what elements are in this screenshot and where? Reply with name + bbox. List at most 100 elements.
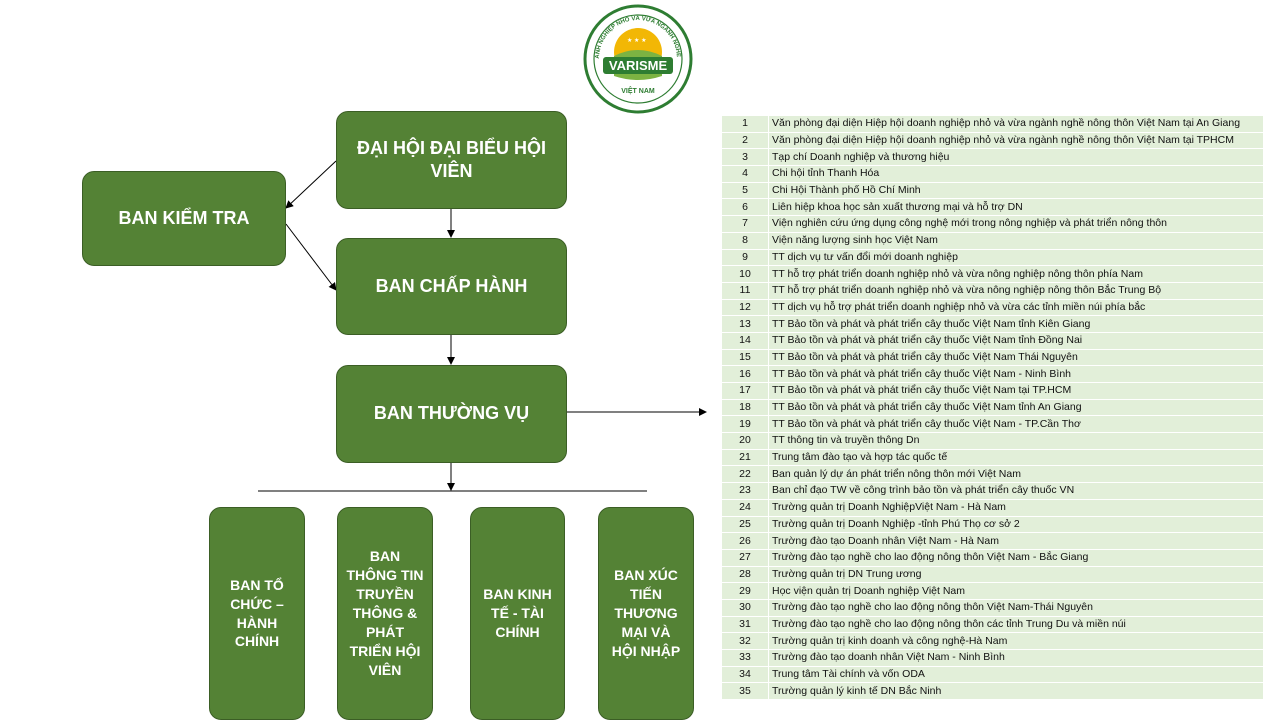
unit-number: 27 (721, 548, 769, 567)
unit-number: 35 (721, 682, 769, 701)
unit-name: Trường đào tạo nghề cho lao động nông th… (768, 548, 1264, 567)
unit-name: Trường quản trị kinh doanh và công nghệ-… (768, 632, 1264, 650)
unit-name: Văn phòng đại diện Hiệp hội doanh nghiệp… (768, 115, 1264, 133)
unit-name: Văn phòng đại diện Hiệp hội doanh nghiệp… (768, 131, 1264, 150)
unit-number: 10 (721, 265, 769, 283)
node-ban-xuc-tien: BAN XÚC TIẾN THƯƠNG MẠI VÀ HỘI NHẬP (598, 507, 694, 720)
unit-name: Tạp chí Doanh nghiệp và thương hiệu (768, 148, 1264, 167)
unit-name: TT thông tin và truyền thông Dn (768, 432, 1264, 450)
unit-name: TT dịch vụ tư vấn đổi mới doanh nghiệp (768, 248, 1264, 267)
unit-number: 28 (721, 565, 769, 584)
unit-number: 3 (721, 148, 769, 167)
unit-name: Trường đào tạo nghề cho lao động nông th… (768, 615, 1264, 634)
unit-name: Viện năng lượng sinh học Việt Nam (768, 231, 1264, 250)
unit-number: 15 (721, 348, 769, 367)
unit-number: 33 (721, 649, 769, 667)
unit-number: 26 (721, 532, 769, 550)
unit-number: 22 (721, 465, 769, 484)
node-ban-thuong-vu: BAN THƯỜNG VỤ (336, 365, 567, 463)
unit-name: Trường quản trị Doanh Nghiệp -tỉnh Phú T… (768, 515, 1264, 534)
edge-kiemtra-chaphanh (285, 223, 337, 291)
unit-name: Trung tâm Tài chính và vốn ODA (768, 665, 1264, 684)
unit-name: TT Bảo tồn và phát và phát triển cây thu… (768, 315, 1264, 333)
unit-name: Trường quản lý kinh tế DN Bắc Ninh (768, 682, 1264, 701)
unit-name: Học viện quản trị Doanh nghiệp Việt Nam (768, 582, 1264, 600)
unit-number: 19 (721, 415, 769, 434)
unit-name: TT Bảo tồn và phát và phát triển cây thu… (768, 365, 1264, 383)
unit-number: 5 (721, 181, 769, 200)
node-ban-thong-tin: BAN THÔNG TIN TRUYỀN THÔNG & PHÁT TRIỂN … (337, 507, 433, 720)
node-ban-to-chuc: BAN TỔ CHỨC – HÀNH CHÍNH (209, 507, 305, 720)
unit-number: 8 (721, 231, 769, 250)
unit-number: 14 (721, 331, 769, 350)
unit-name: TT Bảo tồn và phát và phát triển cây thu… (768, 398, 1264, 417)
unit-number: 11 (721, 281, 769, 300)
unit-name: Trường đào tạo Doanh nhân Việt Nam - Hà … (768, 532, 1264, 550)
unit-number: 13 (721, 315, 769, 333)
unit-number: 9 (721, 248, 769, 267)
logo-name: VARISME (609, 58, 668, 73)
unit-number: 18 (721, 398, 769, 417)
unit-name: Trường quản trị DN Trung ương (768, 565, 1264, 584)
unit-number: 17 (721, 382, 769, 400)
unit-number: 34 (721, 665, 769, 684)
unit-name: TT hỗ trợ phát triển doanh nghiệp nhỏ và… (768, 281, 1264, 300)
unit-name: Viện nghiên cứu ứng dụng công nghệ mới t… (768, 215, 1264, 233)
node-dai-hoi: ĐẠI HỘI ĐẠI BIỂU HỘI VIÊN (336, 111, 567, 209)
unit-number: 30 (721, 598, 769, 617)
unit-name: Chi Hội Thành phố Hồ Chí Minh (768, 181, 1264, 200)
unit-number: 6 (721, 198, 769, 217)
unit-number: 12 (721, 298, 769, 317)
unit-number: 2 (721, 131, 769, 150)
node-ban-kinh-te: BAN KINH TẾ - TÀI CHÍNH (470, 507, 565, 720)
unit-name: TT Bảo tồn và phát và phát triển cây thu… (768, 348, 1264, 367)
node-ban-kiem-tra: BAN KIỂM TRA (82, 171, 286, 266)
unit-name: Trường quản trị Doanh NghiệpViệt Nam - H… (768, 498, 1264, 517)
unit-number: 1 (721, 115, 769, 133)
unit-name: TT hỗ trợ phát triển doanh nghiệp nhỏ và… (768, 265, 1264, 283)
unit-name: Liên hiệp khoa học sản xuất thương mại v… (768, 198, 1264, 217)
star-icon: ★ ★ ★ (627, 37, 646, 44)
unit-number: 31 (721, 615, 769, 634)
unit-number: 29 (721, 582, 769, 600)
unit-name: Ban quản lý dự án phát triển nông thôn m… (768, 465, 1264, 484)
unit-number: 24 (721, 498, 769, 517)
unit-number: 21 (721, 448, 769, 467)
unit-name: TT Bảo tồn và phát và phát triển cây thu… (768, 331, 1264, 350)
unit-name: TT dịch vụ hỗ trợ phát triển doanh nghiệ… (768, 298, 1264, 317)
unit-number: 16 (721, 365, 769, 383)
unit-name: Trung tâm đào tạo và hợp tác quốc tế (768, 448, 1264, 467)
unit-name: Trường đào tạo doanh nhân Việt Nam - Nin… (768, 649, 1264, 667)
